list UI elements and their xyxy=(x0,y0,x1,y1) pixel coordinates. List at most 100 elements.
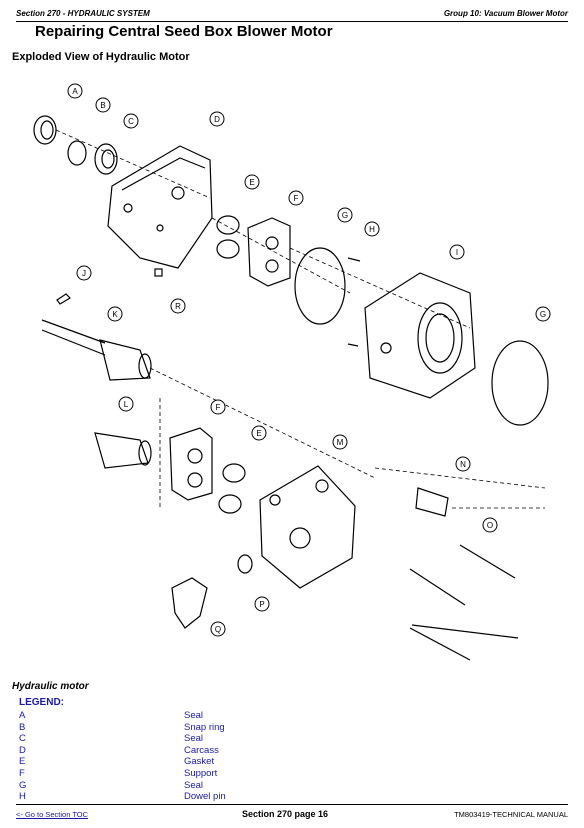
legend-key: D xyxy=(19,744,26,756)
part-q-elbow xyxy=(171,577,208,629)
callout-l: L xyxy=(118,396,134,412)
legend-value: Carcass xyxy=(184,744,219,756)
legend-key: F xyxy=(19,767,25,779)
callout-label: L xyxy=(124,400,129,409)
legend-value: Gasket xyxy=(184,756,215,768)
legend-item: E Gasket xyxy=(19,756,419,768)
callout-label: M xyxy=(337,438,344,447)
callout-i: I xyxy=(449,244,465,260)
callout-r: R xyxy=(170,298,186,314)
part-m-cover xyxy=(259,465,356,589)
part-l-gear xyxy=(94,432,152,469)
part-k-shaft-gear xyxy=(41,319,152,381)
legend-item: H Dowel pin xyxy=(19,791,419,803)
part-g-seal-right xyxy=(491,340,549,426)
callout-label: R xyxy=(175,302,181,311)
legend-key: E xyxy=(19,756,26,768)
callout-label: G xyxy=(540,310,546,319)
page-title: Repairing Central Seed Box Blower Motor xyxy=(35,23,333,40)
legend-value: Dowel pin xyxy=(184,791,226,803)
part-a-seal xyxy=(33,115,57,145)
legend-key: A xyxy=(19,710,26,721)
callout-g: G xyxy=(535,306,551,322)
legend-key: H xyxy=(19,791,26,803)
legend-item: B Snap ring xyxy=(19,722,419,734)
callout-label: O xyxy=(487,521,493,530)
part-h-dowel-pins xyxy=(347,257,361,347)
part-f-support-lower xyxy=(169,427,213,501)
legend-value: Seal xyxy=(184,779,204,791)
callout-label: E xyxy=(249,178,254,187)
part-f-support xyxy=(247,217,291,287)
legend-value: Seal xyxy=(184,710,204,721)
callout-p: P xyxy=(254,596,270,612)
callout-label: F xyxy=(216,403,221,412)
callout-f: F xyxy=(288,190,304,206)
part-j-key xyxy=(56,293,71,305)
callout-label: K xyxy=(112,310,118,319)
legend-key: G xyxy=(19,779,27,791)
part-c-seal xyxy=(94,143,118,175)
callout-label: E xyxy=(256,429,261,438)
callout-k: K xyxy=(107,306,123,322)
callout-label: C xyxy=(128,117,134,126)
part-d-carcass xyxy=(107,145,213,269)
legend-key: B xyxy=(19,721,26,733)
part-o-bolts xyxy=(409,544,519,661)
callout-e: E xyxy=(251,425,267,441)
callout-c: C xyxy=(123,113,139,129)
legend-title: LEGEND: xyxy=(19,697,64,708)
callout-label: A xyxy=(72,87,78,96)
legend-value: Support xyxy=(184,767,218,779)
callout-e: E xyxy=(244,174,260,190)
part-e-gasket xyxy=(216,215,240,259)
header-section: Section 270 - HYDRAULIC SYSTEM xyxy=(16,9,150,18)
callout-label: B xyxy=(100,101,105,110)
legend-item: F Support xyxy=(19,768,419,780)
header-group: Group 10: Vacuum Blower Motor xyxy=(443,9,568,18)
callout-label: D xyxy=(214,115,220,124)
legend-item: C Seal xyxy=(19,733,419,745)
callout-h: H xyxy=(364,221,380,237)
callout-label: G xyxy=(342,211,348,220)
page-number: Section 270 page 16 xyxy=(242,809,329,819)
part-n-plug xyxy=(415,487,449,517)
legend-item: A Seal xyxy=(19,710,419,722)
callout-label: Q xyxy=(215,625,221,634)
part-p-plug xyxy=(237,554,253,574)
callout-label: P xyxy=(259,600,264,609)
exploded-view-drawing: A B C D E F G H I J K R L F E M N O P Q G xyxy=(33,83,551,661)
legend-value: Seal xyxy=(184,733,204,745)
part-r-pin xyxy=(154,268,163,277)
part-g-seal-top xyxy=(294,247,346,325)
callout-label: H xyxy=(369,225,375,234)
callout-label: I xyxy=(456,248,458,257)
legend-value: Snap ring xyxy=(184,721,225,733)
callout-d: D xyxy=(209,111,225,127)
part-e-gasket-lower xyxy=(218,463,246,514)
manual-id: TM803419-TECHNICAL MANUAL xyxy=(454,810,568,819)
part-i-body xyxy=(364,272,476,399)
page-footer: <- Go to Section TOC Section 270 page 16… xyxy=(16,804,568,820)
callout-m: M xyxy=(332,434,348,450)
section-toc-link[interactable]: <- Go to Section TOC xyxy=(16,810,89,819)
callout-a: A xyxy=(67,83,83,99)
part-b-snap-ring xyxy=(67,140,87,166)
page-header: Section 270 - HYDRAULIC SYSTEM Group 10:… xyxy=(16,6,568,22)
page-subtitle: Exploded View of Hydraulic Motor xyxy=(12,51,190,63)
callout-label: F xyxy=(294,194,299,203)
callout-g: G xyxy=(337,207,353,223)
legend-key: C xyxy=(19,733,26,745)
callout-q: Q xyxy=(210,621,226,637)
callout-f: F xyxy=(210,399,226,415)
callout-label: J xyxy=(82,269,86,278)
callout-o: O xyxy=(482,517,498,533)
callout-n: N xyxy=(455,456,471,472)
callout-label: N xyxy=(460,460,466,469)
legend-item: G Seal xyxy=(19,780,419,792)
legend-item: D Carcass xyxy=(19,745,419,757)
callout-b: B xyxy=(95,97,111,113)
figure-caption: Hydraulic motor xyxy=(12,681,89,692)
callout-j: J xyxy=(76,265,92,281)
